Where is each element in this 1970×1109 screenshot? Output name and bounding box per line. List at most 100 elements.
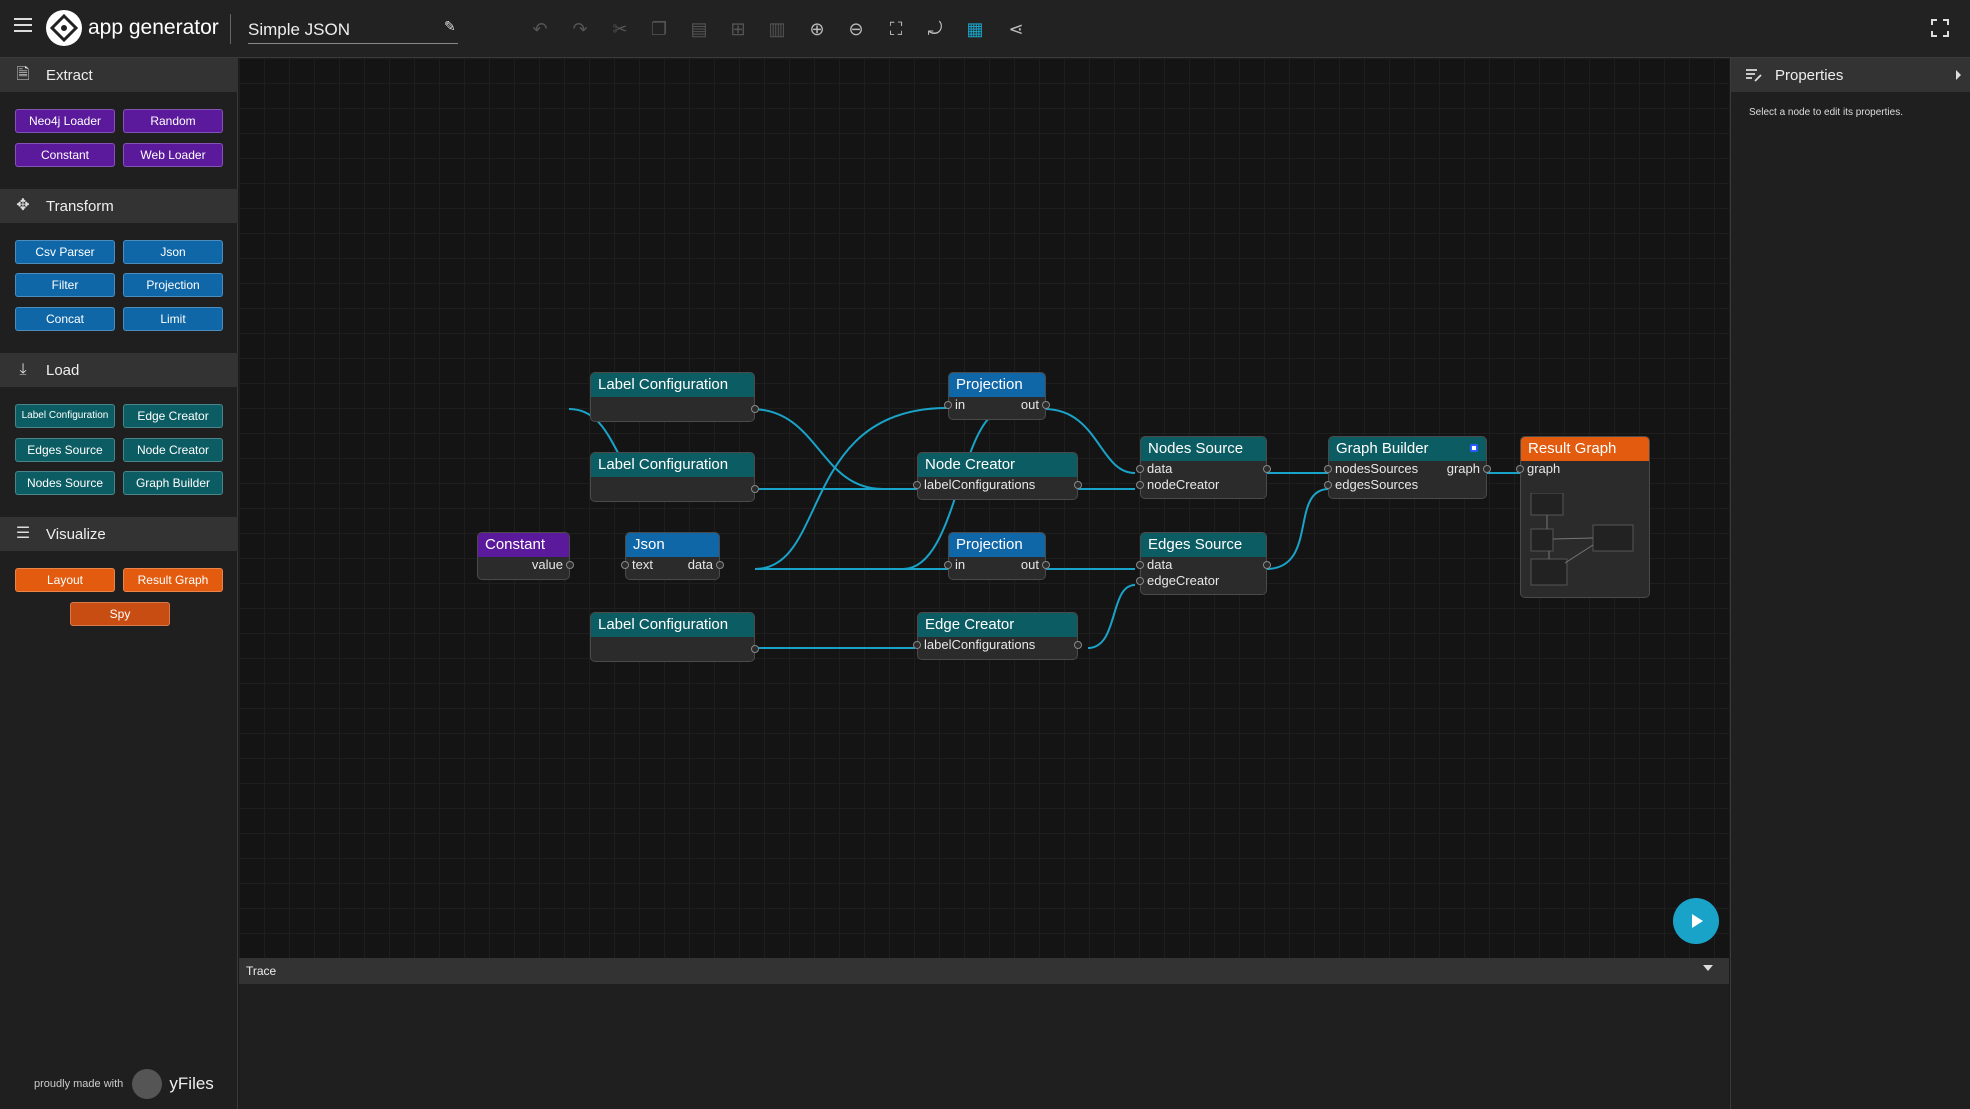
node-title: Label Configuration (591, 453, 754, 477)
port-label: data (687, 557, 713, 572)
snap-icon[interactable]: ⤾ (927, 19, 943, 39)
palette-random[interactable]: Random (123, 109, 223, 133)
edge (754, 407, 948, 570)
port-label: data (1147, 461, 1173, 476)
node-title: Label Configuration (591, 613, 754, 637)
section-load[interactable]: ⤓ Load (0, 353, 238, 387)
output-port[interactable] (1263, 561, 1271, 569)
run-button[interactable] (1673, 898, 1719, 944)
palette-limit[interactable]: Limit (123, 307, 223, 331)
input-port[interactable] (1324, 465, 1332, 473)
output-port[interactable] (751, 405, 759, 413)
port-label: text (632, 557, 653, 572)
input-port[interactable] (944, 401, 952, 409)
input-port[interactable] (1136, 465, 1144, 473)
input-port[interactable] (621, 561, 629, 569)
node-label-configuration-1[interactable]: Label Configuration (590, 372, 759, 422)
palette-label-configuration[interactable]: Label Configuration (15, 404, 115, 428)
node-title: Constant (478, 533, 569, 557)
port-label: in (955, 557, 966, 572)
palette-json[interactable]: Json (123, 240, 223, 264)
properties-edit-icon (1746, 69, 1762, 82)
output-port[interactable] (1074, 481, 1082, 489)
copy-icon[interactable]: ❐ (650, 19, 668, 39)
trace-bar[interactable]: Trace (239, 958, 1729, 984)
input-port[interactable] (1516, 465, 1524, 473)
input-port[interactable] (1136, 481, 1144, 489)
palette-edge-creator[interactable]: Edge Creator (123, 404, 223, 428)
edge (750, 408, 1135, 490)
zoom-out-icon[interactable]: ⊖ (848, 19, 864, 39)
layout-icon[interactable]: ⋖ (1008, 19, 1024, 39)
chevron-right-icon[interactable] (1956, 70, 1961, 80)
node-label-configuration-3[interactable]: Label Configuration (590, 612, 759, 662)
output-port[interactable] (566, 561, 574, 569)
redo-icon[interactable]: ↷ (572, 19, 588, 39)
node-palette-sidebar: 🗎 Extract Neo4j Loader Random Constant W… (0, 58, 238, 1109)
fullscreen-icon[interactable] (1930, 18, 1950, 38)
output-port[interactable] (716, 561, 724, 569)
output-port[interactable] (1074, 641, 1082, 649)
zoom-in-icon[interactable]: ⊕ (809, 19, 825, 39)
palette-projection[interactable]: Projection (123, 273, 223, 297)
output-port[interactable] (1042, 401, 1050, 409)
node-node-creator[interactable]: Node Creator labelConfigurations (913, 452, 1082, 500)
palette-edges-source[interactable]: Edges Source (15, 438, 115, 462)
edge (1265, 488, 1330, 570)
node-nodes-source[interactable]: Nodes Source data nodeCreator (1136, 436, 1271, 499)
output-port[interactable] (1042, 561, 1050, 569)
section-visualize[interactable]: ☰ Visualize (0, 517, 238, 551)
palette-csv-parser[interactable]: Csv Parser (15, 240, 115, 264)
output-port[interactable] (751, 485, 759, 493)
fit-content-icon[interactable]: ⛶ (889, 19, 903, 39)
grid-icon[interactable]: ▦ (966, 19, 984, 39)
palette-nodes-source[interactable]: Nodes Source (15, 471, 115, 495)
cut-icon[interactable]: ✂ (612, 19, 628, 39)
node-label-configuration-2[interactable]: Label Configuration (590, 452, 759, 502)
node-title: Edges Source (1141, 533, 1266, 557)
node-edge-creator[interactable]: Edge Creator labelConfigurations (913, 612, 1082, 660)
node-result-graph[interactable]: Result Graph graph (1516, 436, 1650, 598)
palette-constant[interactable]: Constant (15, 143, 115, 167)
output-port[interactable] (1483, 465, 1491, 473)
graph-canvas[interactable]: Label Configuration Label Configuration … (239, 58, 1729, 958)
section-transform[interactable]: ✥ Transform (0, 189, 238, 223)
node-constant[interactable]: Constant value (477, 532, 574, 580)
output-port[interactable] (751, 645, 759, 653)
yfiles-logo (132, 1069, 163, 1099)
input-port[interactable] (944, 561, 952, 569)
menu-icon[interactable] (14, 18, 32, 32)
input-port[interactable] (1324, 481, 1332, 489)
paste-icon[interactable]: ▤ (690, 19, 708, 39)
document-title-field[interactable]: Simple JSON (248, 12, 458, 44)
duplicate-icon[interactable]: ⊞ (730, 19, 746, 39)
palette-concat[interactable]: Concat (15, 307, 115, 331)
file-export-icon: 🗎 (16, 66, 30, 83)
port-label: nodeCreator (1147, 477, 1220, 492)
input-port[interactable] (913, 481, 921, 489)
input-port[interactable] (913, 641, 921, 649)
palette-neo4j-loader[interactable]: Neo4j Loader (15, 109, 115, 133)
port-label: labelConfigurations (924, 477, 1036, 492)
input-port[interactable] (1136, 577, 1144, 585)
output-port[interactable] (1263, 465, 1271, 473)
input-port[interactable] (1136, 561, 1144, 569)
section-extract[interactable]: 🗎 Extract (0, 58, 238, 92)
chevron-down-icon[interactable] (1703, 965, 1713, 971)
palette-layout[interactable]: Layout (15, 568, 115, 592)
palette-result-graph[interactable]: Result Graph (123, 568, 223, 592)
top-bar: app generator Simple JSON ✎ ↶ ↷ ✂ ❐ ▤ ⊞ … (0, 0, 1970, 58)
edit-icon[interactable]: ✎ (444, 18, 456, 34)
palette-graph-builder[interactable]: Graph Builder (123, 471, 223, 495)
palette-spy[interactable]: Spy (70, 602, 170, 626)
node-edges-source[interactable]: Edges Source data edgeCreator (1136, 532, 1271, 595)
palette-filter[interactable]: Filter (15, 273, 115, 297)
undo-icon[interactable]: ↶ (532, 19, 548, 39)
palette-node-creator[interactable]: Node Creator (123, 438, 223, 462)
delete-icon[interactable]: ▥ (768, 19, 786, 39)
palette-web-loader[interactable]: Web Loader (123, 143, 223, 167)
